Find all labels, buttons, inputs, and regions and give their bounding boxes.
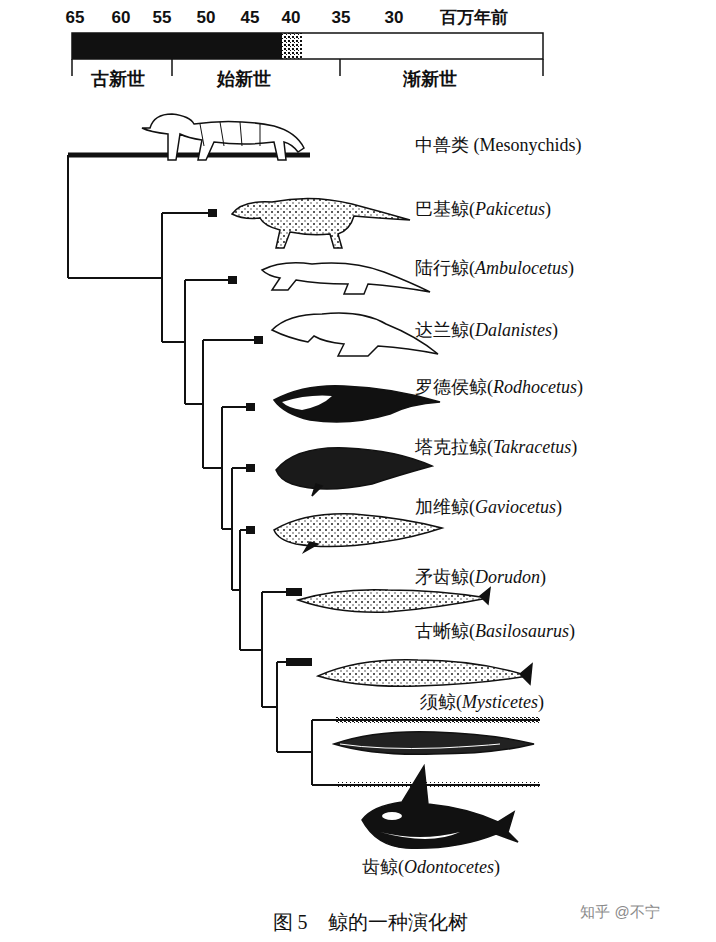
watermark: 知乎 @不宁 (580, 904, 659, 921)
time-unit: 百万年前 (440, 9, 508, 28)
taxon-label: 中兽类 (Mesonychids) (415, 136, 581, 156)
tree-branches (68, 155, 540, 785)
taxon-label: 达兰鲸(Dalanistes) (415, 321, 558, 341)
taxon-label: 须鲸(Mysticetes) (420, 693, 544, 713)
epoch-label: 始新世 (217, 70, 271, 90)
taxon-label: 古蜥鲸(Basilosaurus) (415, 622, 575, 642)
time-tick: 60 (112, 9, 131, 28)
taxon-label: 矛齿鲸(Dorudon) (415, 568, 546, 588)
taxon-label: 罗德侯鲸(Rodhocetus) (415, 378, 583, 398)
taxon-label: 齿鲸(Odontocetes) (362, 858, 500, 878)
taxon-label: 陆行鲸(Ambulocetus) (415, 259, 574, 279)
taxon-label: 加维鲸(Gaviocetus) (415, 498, 562, 518)
time-tick: 65 (66, 9, 85, 28)
epoch-label: 古新世 (91, 70, 145, 90)
time-tick: 45 (241, 9, 260, 28)
taxon-label: 巴基鲸(Pakicetus) (415, 200, 551, 220)
epoch-label: 渐新世 (403, 70, 457, 90)
time-tick: 30 (385, 9, 404, 28)
time-tick: 40 (282, 9, 301, 28)
taxon-label: 塔克拉鲸(Takracetus) (415, 438, 577, 458)
figure-caption: 图 5 鲸的一种演化树 (273, 911, 468, 933)
time-tick: 35 (332, 9, 351, 28)
animal-silhouettes (142, 114, 534, 848)
time-tick: 55 (153, 9, 172, 28)
time-tick: 50 (197, 9, 216, 28)
